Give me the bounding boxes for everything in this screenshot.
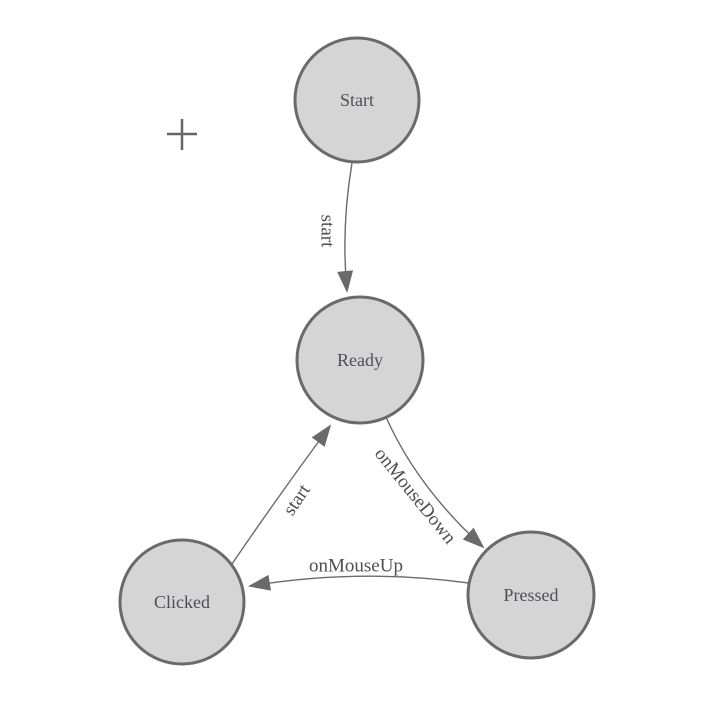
state-node-ready[interactable]: Ready — [295, 295, 425, 425]
node-label-pressed: Pressed — [504, 585, 559, 605]
edge-path-clicked-to-ready[interactable] — [231, 424, 332, 565]
state-node-start[interactable]: Start — [293, 36, 421, 164]
node-label-clicked: Clicked — [154, 592, 210, 612]
state-circle-start[interactable] — [293, 36, 421, 164]
edge-path-ready-to-pressed[interactable] — [385, 416, 485, 549]
edge-label-clicked-to-ready: start — [279, 480, 315, 519]
edge-clicked-to-ready[interactable]: start — [231, 424, 332, 565]
state-node-clicked[interactable]: Clicked — [118, 538, 246, 666]
edge-path-pressed-to-clicked[interactable] — [248, 574, 470, 591]
nodes-layer: Start Ready Clicked Pressed — [118, 36, 596, 666]
node-label-ready: Ready — [337, 350, 383, 370]
edge-label-pressed-to-clicked: onMouseUp — [309, 556, 403, 577]
state-circle-clicked[interactable] — [118, 538, 246, 666]
state-node-pressed[interactable]: Pressed — [466, 530, 596, 660]
state-circle-ready[interactable] — [295, 295, 425, 425]
state-circle-pressed[interactable] — [466, 530, 596, 660]
edge-start-to-ready[interactable]: start — [317, 162, 354, 293]
edge-label-ready-to-pressed: onMouseDown — [370, 444, 460, 549]
edge-pressed-to-clicked[interactable]: onMouseUp — [248, 556, 470, 591]
edge-ready-to-pressed[interactable]: onMouseDown — [370, 416, 485, 549]
edge-label-start-to-ready: start — [317, 215, 338, 248]
node-label-start: Start — [340, 90, 374, 110]
edge-path-start-to-ready[interactable] — [337, 162, 354, 293]
crosshair-icon — [167, 119, 197, 150]
